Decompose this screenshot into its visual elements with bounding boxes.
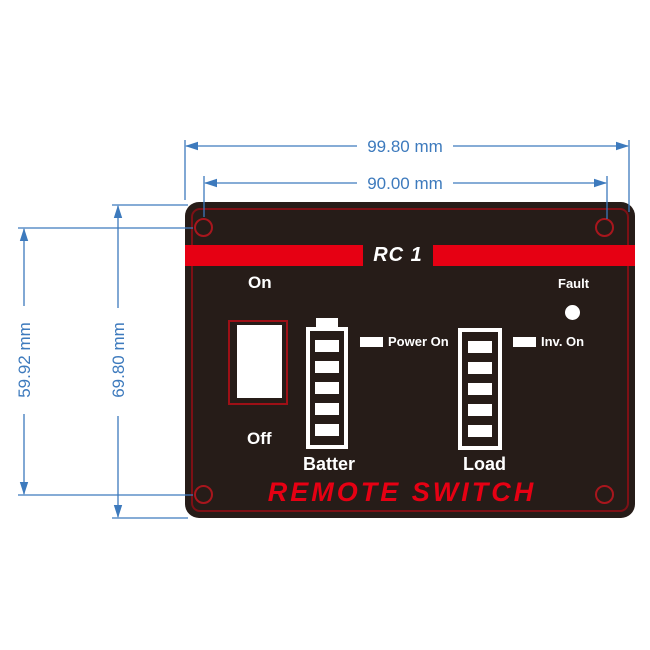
fault-led-dot: [565, 305, 580, 320]
fault-label: Fault: [558, 276, 590, 291]
dimension-outer-height: 69.80 mm: [109, 205, 128, 518]
dimension-outer-width-label: 99.80 mm: [367, 137, 443, 156]
arrowhead-up-icon: [19, 228, 29, 241]
power-led-bar: [360, 337, 383, 347]
gauge-bar: [468, 383, 492, 395]
dimension-hole-spacing-width-label: 90.00 mm: [367, 174, 443, 193]
load-gauge-icon: [458, 328, 502, 450]
dimension-hole-spacing-height-label: 59.92 mm: [15, 322, 34, 398]
inverter-on-label: Inv. On: [541, 334, 585, 349]
model-label: RC 1: [373, 244, 423, 266]
arrowhead-down-icon: [113, 505, 123, 518]
model-badge: RC 1: [363, 244, 433, 266]
panel-inner-outline: [191, 208, 629, 512]
gauge-bar: [315, 403, 339, 415]
dimension-outer-width: 99.80 mm: [185, 137, 629, 156]
arrowhead-down-icon: [19, 482, 29, 495]
battery-label: Batter: [303, 454, 356, 474]
gauge-bar: [315, 361, 339, 373]
inverter-led-bar: [513, 337, 536, 347]
screw-hole-icon-bottom-left: [194, 485, 213, 504]
switch-off-label: Off: [247, 429, 272, 448]
gauge-bar: [468, 425, 492, 437]
screw-hole-icon-top-right: [595, 218, 614, 237]
rocker-switch: [228, 320, 288, 405]
gauge-bar: [315, 424, 339, 436]
dimension-outer-height-label: 69.80 mm: [109, 322, 128, 398]
brand-title: REMOTE SWITCH: [267, 477, 537, 507]
gauge-bar: [315, 340, 339, 352]
battery-gauge-icon: [306, 318, 348, 449]
arrowhead-left-icon: [185, 141, 198, 151]
power-on-label: Power On: [388, 334, 449, 349]
dimension-hole-spacing-height: 59.92 mm: [15, 228, 34, 495]
remote-switch-panel: RC 1 On Off Batter Power On: [185, 202, 635, 518]
screw-hole-icon-bottom-right: [595, 485, 614, 504]
arrowhead-up-icon: [113, 205, 123, 218]
header-red-stripe: RC 1: [185, 244, 635, 266]
arrowhead-left-icon: [204, 178, 217, 188]
switch-on-label: On: [248, 273, 272, 292]
dimension-hole-spacing-width: 90.00 mm: [204, 174, 607, 193]
rocker-switch-face: [237, 325, 282, 398]
gauge-bar: [468, 362, 492, 374]
load-gauge-body: [458, 328, 502, 450]
gauge-bar: [468, 404, 492, 416]
battery-terminal-nub: [316, 318, 338, 327]
arrowhead-right-icon: [594, 178, 607, 188]
battery-gauge-body: [306, 327, 348, 449]
gauge-bar: [315, 382, 339, 394]
arrowhead-right-icon: [616, 141, 629, 151]
load-label: Load: [463, 454, 506, 474]
screw-hole-icon-top-left: [194, 218, 213, 237]
gauge-bar: [468, 341, 492, 353]
